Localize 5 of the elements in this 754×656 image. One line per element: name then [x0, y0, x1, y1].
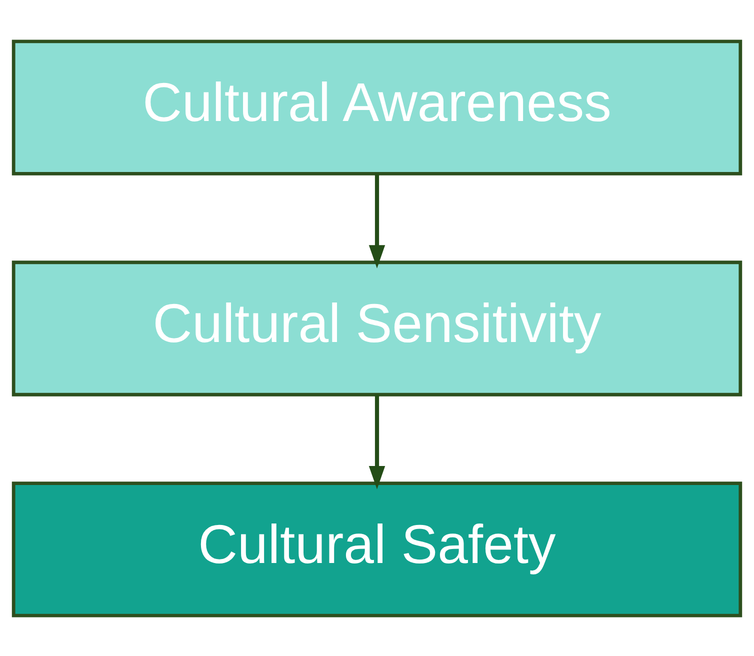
arrow	[368, 394, 386, 489]
node-box: Cultural Safety	[12, 481, 742, 617]
arrow	[368, 173, 386, 268]
node-box: Cultural Sensitivity	[12, 260, 742, 396]
node-box: Cultural Awareness	[12, 39, 742, 175]
